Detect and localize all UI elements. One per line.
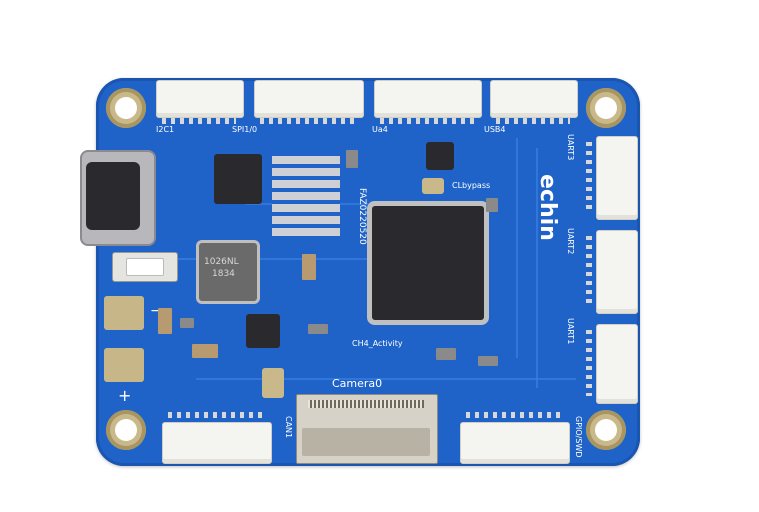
small-ic: [246, 314, 280, 348]
capacitor: [192, 344, 218, 358]
connector-usb4: [490, 80, 578, 118]
capacitor: [158, 308, 172, 334]
minus-sign: −: [150, 303, 162, 319]
connector-can1: [162, 422, 272, 464]
inductor-marking: 1834: [212, 269, 235, 279]
plus-sign: +: [118, 386, 132, 405]
label-uart2: UART2: [566, 228, 575, 255]
mounting-hole-bottom-right: [586, 410, 626, 450]
connector-gpio: [460, 422, 570, 464]
connector-uart1: [596, 324, 638, 404]
connector-pins: [586, 236, 592, 306]
connector-pins: [380, 118, 474, 124]
label-activity: CH4_Activity: [352, 339, 403, 348]
connector-ua4: [374, 80, 482, 118]
gold-pad-array: [104, 348, 144, 382]
connector-pins: [260, 118, 356, 124]
label-usb4: USB4: [484, 125, 506, 134]
pad-grid: [272, 156, 340, 236]
trace: [516, 138, 518, 358]
camera-connector-latch: [302, 428, 430, 456]
connector-pins: [168, 412, 264, 418]
smd-part: [486, 198, 498, 212]
camera-connector-pins: [308, 400, 424, 408]
label-ua4: Ua4: [372, 125, 388, 134]
usb-c-opening: [86, 162, 140, 230]
label-uart3: UART3: [566, 134, 575, 161]
gold-pad-array: [104, 296, 144, 330]
label-can1: CAN1: [284, 416, 293, 439]
brand-logo: echin: [535, 174, 560, 241]
gold-pad: [422, 178, 444, 194]
label-i2c1: I2C1: [156, 125, 175, 134]
connector-uart2: [596, 230, 638, 314]
trace: [536, 148, 538, 388]
label-camera: Camera0: [332, 377, 383, 390]
smd-part: [308, 324, 328, 334]
smd-part: [180, 318, 194, 328]
trace: [156, 258, 386, 260]
inductor-marking: 1026NL: [204, 257, 239, 267]
smd-part: [346, 150, 358, 168]
mounting-hole-top-left: [106, 88, 146, 128]
reset-button[interactable]: [112, 252, 178, 282]
label-uart1: UART1: [566, 318, 575, 345]
connector-uart3: [596, 136, 638, 220]
label-bypass: CLbypass: [452, 181, 491, 190]
smd-part: [436, 348, 456, 360]
power-ic: [214, 154, 262, 204]
connector-pins: [586, 330, 592, 396]
date-code: FAZ0220520: [357, 188, 367, 245]
pcb-board: I2C1 SPI1/0 Ua4 USB4 UART3 UART2 UART1 C…: [80, 78, 640, 466]
trace: [196, 378, 576, 380]
label-spi1: SPI1/0: [232, 125, 258, 134]
inductor: [196, 240, 260, 304]
mcu: [372, 206, 484, 320]
connector-pins: [586, 142, 592, 212]
reset-button-cap[interactable]: [126, 258, 164, 276]
mounting-hole-bottom-left: [106, 410, 146, 450]
label-gpio: GPIO/SWD: [574, 416, 583, 458]
gold-pad: [262, 368, 284, 398]
connector-pins: [162, 118, 236, 124]
connector-spi1: [254, 80, 364, 118]
small-ic: [426, 142, 454, 170]
connector-i2c1: [156, 80, 244, 118]
connector-pins: [496, 118, 570, 124]
mounting-hole-top-right: [586, 88, 626, 128]
smd-part: [478, 356, 498, 366]
capacitor: [302, 254, 316, 280]
connector-pins: [466, 412, 562, 418]
